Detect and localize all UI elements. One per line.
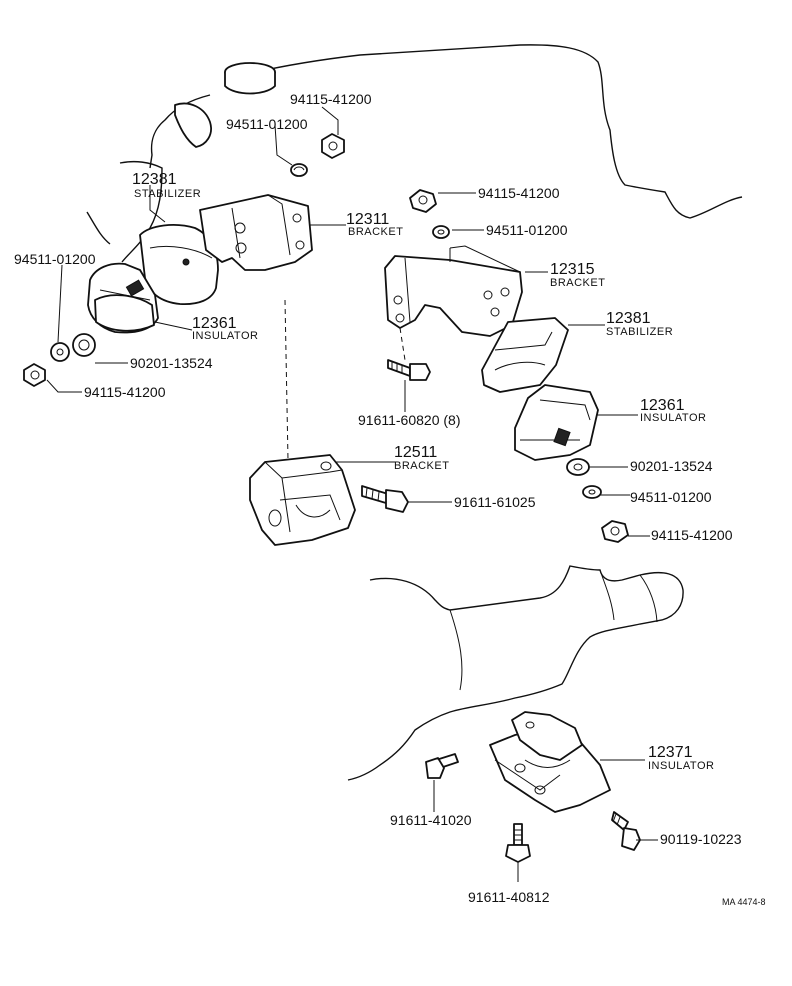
insulator-right-part <box>514 384 599 461</box>
label-12371-num: 12371 <box>648 744 693 761</box>
engine-block-outline <box>86 44 743 263</box>
label-94115-right-bottom: 94115-41200 <box>651 527 733 543</box>
label-91611-40812: 91611-40812 <box>468 889 550 905</box>
label-12361-left-num: 12361 <box>192 315 237 332</box>
label-90119-10223: 90119-10223 <box>660 831 742 847</box>
bolt-b2-hardware <box>361 485 409 513</box>
label-91611-41020: 91611-41020 <box>390 812 472 828</box>
label-12361-left-name: INSULATOR <box>192 330 258 342</box>
label-12315-num: 12315 <box>550 261 595 278</box>
washer-right-3-hardware <box>582 485 602 499</box>
label-91611-60820: 91611-60820 (8) <box>358 412 460 428</box>
label-12381-left-num: 12381 <box>132 171 177 188</box>
stabilizer-left-part <box>139 224 219 305</box>
label-12511-num: 12511 <box>394 444 437 461</box>
dashed-mount-line-left <box>284 299 289 461</box>
nut-right-bottom-hardware <box>601 520 629 543</box>
bracket-12315-part <box>384 245 523 337</box>
bracket-12311-part <box>199 194 313 271</box>
label-12381-right-name: STABILIZER <box>606 326 673 338</box>
dashed-mount-line-mid <box>399 327 406 361</box>
washer-left-hardware <box>50 333 96 362</box>
insulator-left-part <box>87 262 159 334</box>
label-12311-num: 12311 <box>346 211 389 228</box>
label-94511-right-top: 94511-01200 <box>486 222 568 238</box>
nut-left-hardware <box>23 363 46 387</box>
nut-right-top-hardware <box>409 189 437 213</box>
transmission-outline <box>347 565 684 781</box>
reference-code: MA 4474-8 <box>722 897 766 907</box>
bolt-mid-hardware <box>387 359 431 381</box>
washer-right-top-hardware <box>432 225 450 239</box>
label-94115-right-top: 94115-41200 <box>478 185 560 201</box>
label-94511-top: 94511-01200 <box>226 116 308 132</box>
stabilizer-right-part <box>481 317 569 393</box>
label-90201-right: 90201-13524 <box>630 458 713 474</box>
label-90201-left: 90201-13524 <box>130 355 213 371</box>
leader-lines <box>46 106 658 882</box>
insulator-12371-part <box>489 711 611 813</box>
bracket-12511-part <box>249 454 356 546</box>
label-94115-top: 94115-41200 <box>290 91 372 107</box>
label-12361-right-num: 12361 <box>640 397 685 414</box>
label-94511-right-2: 94511-01200 <box>630 489 712 505</box>
washer-top-hardware <box>290 163 308 177</box>
label-94511-left: 94511-01200 <box>14 251 96 267</box>
label-12511-name: BRACKET <box>394 460 449 472</box>
label-91611-61025: 91611-61025 <box>454 494 536 510</box>
label-12381-left-name: STABILIZER <box>134 188 201 200</box>
bolt-rear1-hardware <box>425 753 459 779</box>
part-labels: 12381 STABILIZER 12311 BRACKET 12361 INS… <box>14 91 766 907</box>
bolt-rear3-hardware <box>505 823 531 863</box>
label-12315-name: BRACKET <box>550 277 605 289</box>
label-12361-right-name: INSULATOR <box>640 412 706 424</box>
label-12381-right-num: 12381 <box>606 310 651 327</box>
label-12371-name: INSULATOR <box>648 760 714 772</box>
label-94115-left: 94115-41200 <box>84 384 166 400</box>
washer-right-2-hardware <box>566 458 590 476</box>
label-12311-name: BRACKET <box>348 226 403 238</box>
nut-top-hardware <box>321 133 345 159</box>
bolt-rear2-hardware <box>611 811 641 851</box>
